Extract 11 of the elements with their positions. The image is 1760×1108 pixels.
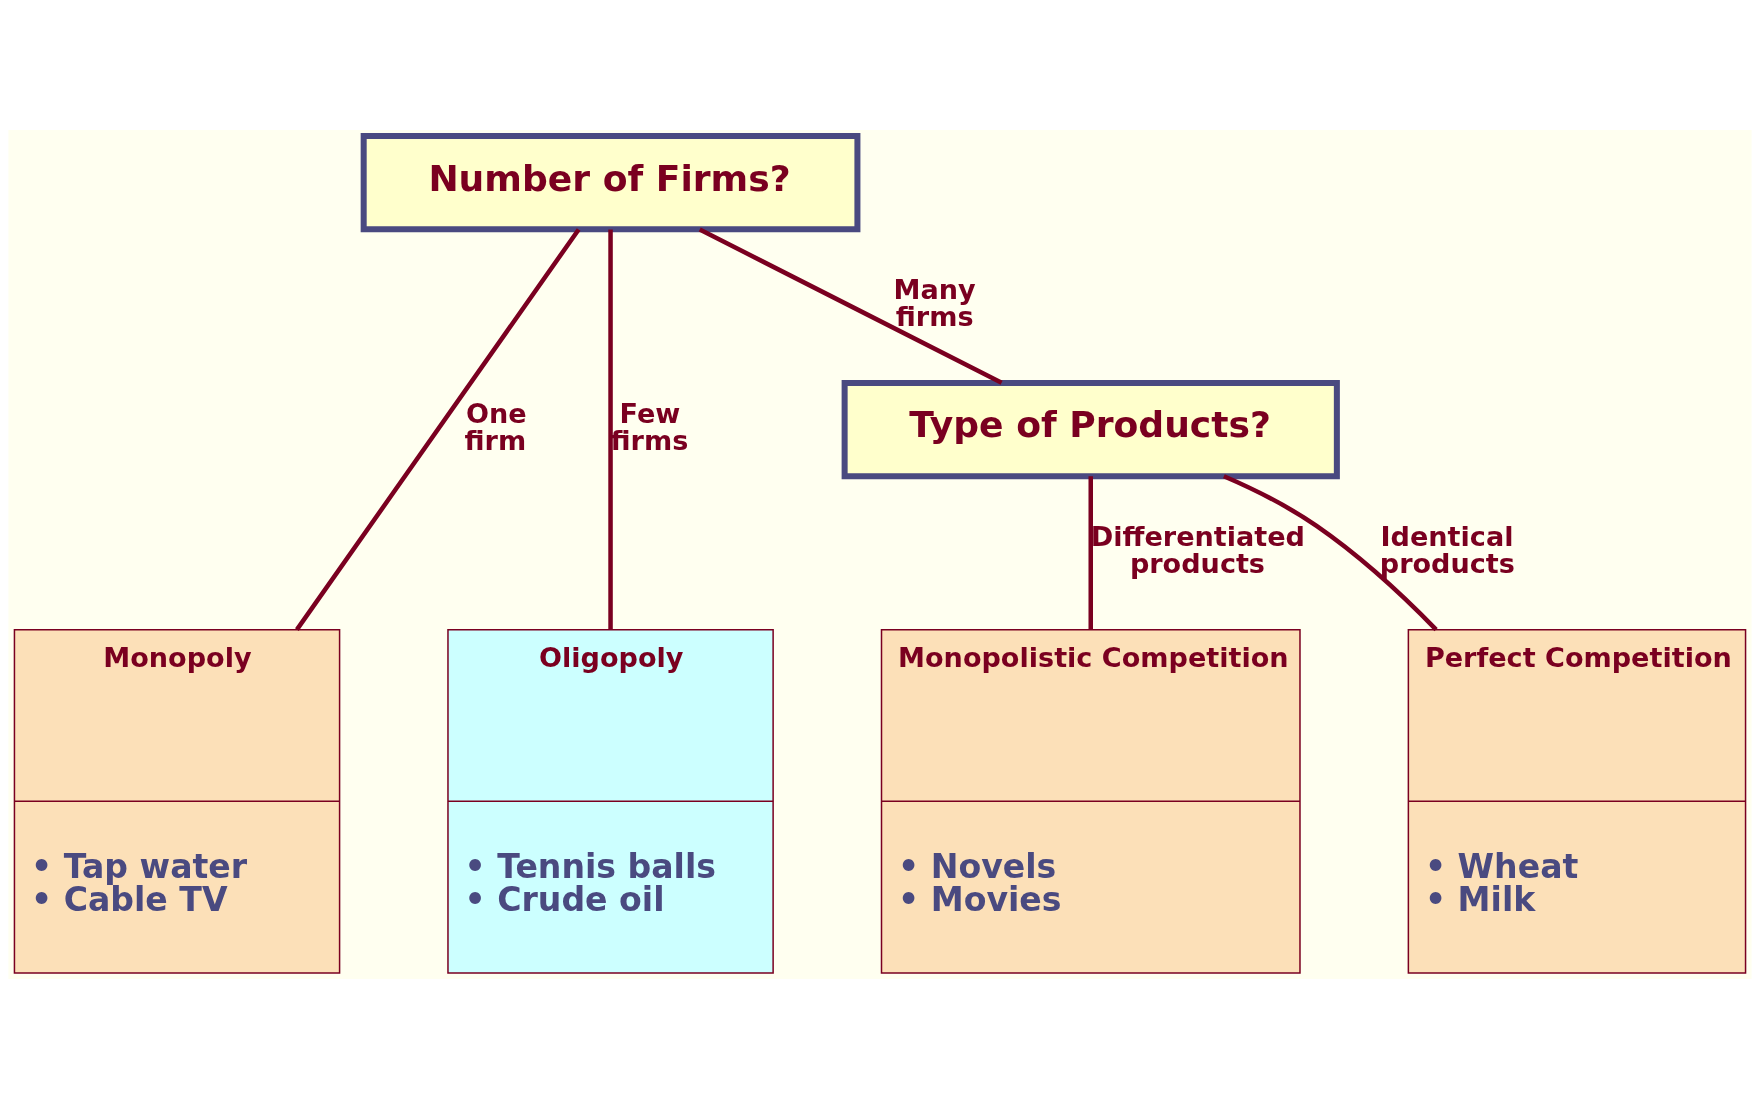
edge-label: One firm — [464, 397, 527, 456]
connector — [698, 226, 1003, 385]
connector — [295, 227, 581, 631]
edge-label: Many firms — [893, 273, 976, 332]
connector — [1088, 475, 1093, 630]
connector — [1223, 473, 1438, 631]
edge-label: Identical products — [1379, 520, 1515, 579]
connector — [608, 228, 613, 630]
node-box: Number of Firms? — [360, 132, 861, 232]
edge-label: Differentiated products — [1090, 520, 1305, 579]
node-box: Type of Products? — [841, 379, 1340, 479]
